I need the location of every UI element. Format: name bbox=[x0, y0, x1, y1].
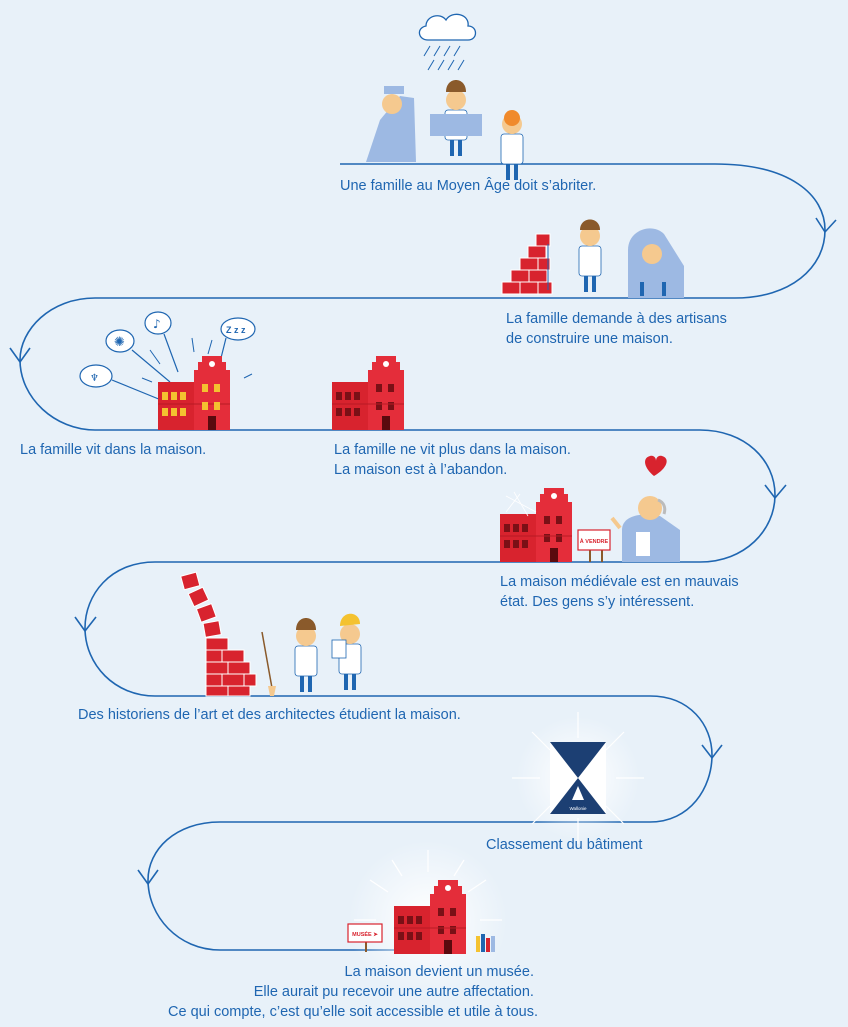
brick-stack bbox=[501, 233, 553, 295]
svg-text:Wallonie: Wallonie bbox=[569, 806, 587, 811]
interested-old-man bbox=[610, 496, 680, 562]
svg-text:À VENDRE: À VENDRE bbox=[580, 538, 609, 545]
food-icon: ♆ bbox=[90, 373, 99, 384]
step-7-caption: Classement du bâtiment bbox=[486, 837, 642, 853]
step-8-caption: La maison devient un musée. Elle aurait … bbox=[168, 964, 538, 1020]
museum-rays bbox=[354, 850, 502, 921]
arrow-head bbox=[137, 869, 159, 886]
step-3-caption: La famille vit dans la maison. bbox=[20, 442, 206, 458]
clipboard-icon bbox=[331, 639, 347, 659]
shovel-icon bbox=[261, 631, 273, 689]
museum-sign: MUSÉE ➤ bbox=[347, 923, 383, 952]
artisan-hooded bbox=[628, 228, 684, 298]
heart-icon bbox=[645, 455, 667, 476]
damaged-house bbox=[499, 487, 573, 563]
classification-shield: Wallonie bbox=[550, 742, 606, 814]
shield-rays bbox=[512, 712, 644, 844]
lit-windows bbox=[162, 384, 220, 416]
for-sale-sign: À VENDRE bbox=[577, 529, 611, 562]
step-4-caption: La famille ne vit plus dans la maison. L… bbox=[334, 442, 575, 478]
arrow-head bbox=[701, 744, 723, 760]
artisan-mason bbox=[578, 225, 602, 293]
arrow-head bbox=[9, 347, 31, 364]
step-1-caption: Une famille au Moyen Âge doit s’abriter. bbox=[340, 177, 596, 194]
arrow-head bbox=[74, 616, 97, 633]
step-5-caption: La maison médiévale est en mauvais état.… bbox=[500, 574, 743, 610]
thought-bubbles bbox=[79, 311, 256, 403]
yarn-icon: ✺ bbox=[114, 335, 125, 350]
arrow-head bbox=[815, 217, 837, 234]
step-2-caption: La famille demande à des artisans de con… bbox=[506, 311, 731, 347]
house-glow-rays bbox=[141, 337, 253, 383]
music-icon: ♪ bbox=[153, 317, 161, 331]
arrow-head bbox=[764, 484, 787, 500]
roof-damage bbox=[505, 491, 537, 517]
medieval-family bbox=[366, 80, 524, 181]
brick-ruin bbox=[180, 571, 257, 697]
rain-cloud-icon bbox=[418, 13, 477, 71]
abandoned-house bbox=[331, 355, 405, 431]
step-6-caption: Des historiens de l’art et des architect… bbox=[78, 707, 461, 723]
svg-text:MUSÉE ➤: MUSÉE ➤ bbox=[352, 930, 379, 938]
sleep-icon: Z z z bbox=[226, 325, 246, 335]
art-historian bbox=[294, 625, 318, 693]
inhabited-house bbox=[157, 355, 231, 431]
books-icon bbox=[476, 934, 495, 952]
timeline-path bbox=[19, 163, 826, 951]
